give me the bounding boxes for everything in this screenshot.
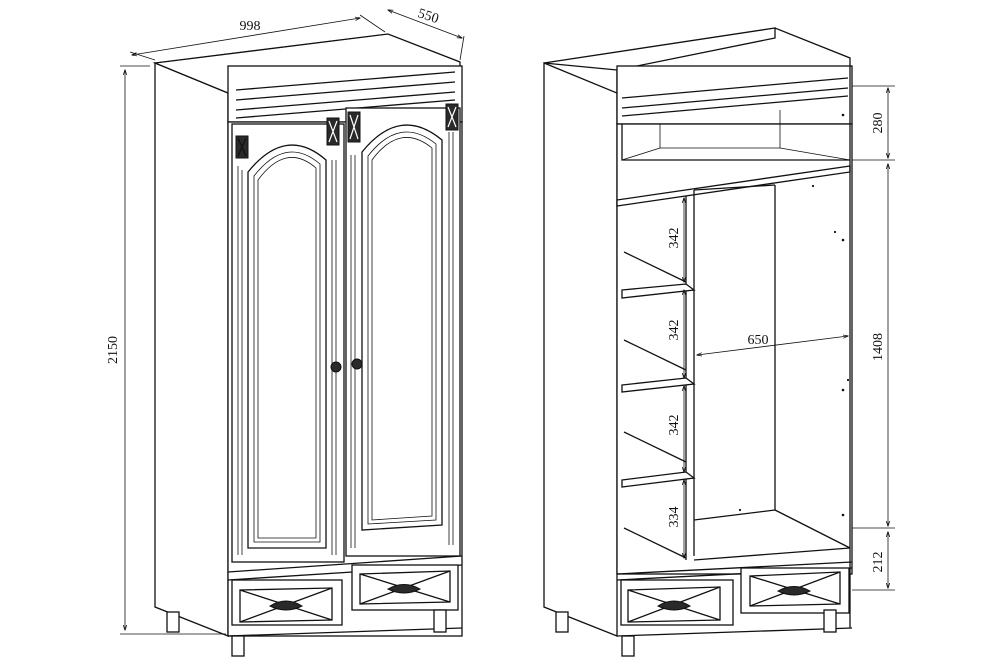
shelf-4-dimension: 334: [667, 507, 682, 528]
closed-view-dimensions: 2150 998 550: [106, 6, 465, 635]
left-side-panel: [543, 62, 618, 637]
left-door: [231, 117, 345, 563]
top-section-dimension: 280: [871, 113, 886, 134]
drawer-ornament-icon: [749, 571, 841, 607]
door-handles: [330, 358, 363, 373]
shelf-2-dimension: 342: [667, 320, 682, 341]
shelf-3-dimension: 342: [667, 415, 682, 436]
drawer-ornament-icon: [627, 586, 721, 623]
drawer-ornament-icon: [359, 570, 451, 605]
width-dimension: 998: [240, 19, 261, 34]
drawer-height-dimension: 212: [871, 552, 886, 573]
drawer: [616, 561, 853, 626]
open-wardrobe-view: [543, 27, 853, 657]
closed-wardrobe-view: [152, 33, 463, 657]
drawer: [227, 555, 463, 626]
height-dimension: 2150: [106, 336, 121, 364]
knob-icon: [330, 361, 342, 373]
shelf-pin-icons: [738, 113, 850, 517]
interior: [616, 123, 853, 575]
legs: [166, 609, 447, 657]
left-side-panel: [154, 62, 229, 637]
drawer-ornament-icon: [239, 587, 333, 623]
legs: [555, 609, 837, 657]
depth-dimension: 550: [416, 6, 441, 27]
right-door: [345, 103, 461, 557]
open-view-dimensions: 280 1408 212 342 342 342 334 650: [667, 85, 895, 591]
rail-width-dimension: 650: [748, 333, 769, 348]
hanging-height-dimension: 1408: [871, 333, 886, 361]
shelf-1-dimension: 342: [667, 228, 682, 249]
knob-icon: [351, 358, 363, 370]
cornice-grooves: [621, 77, 849, 117]
